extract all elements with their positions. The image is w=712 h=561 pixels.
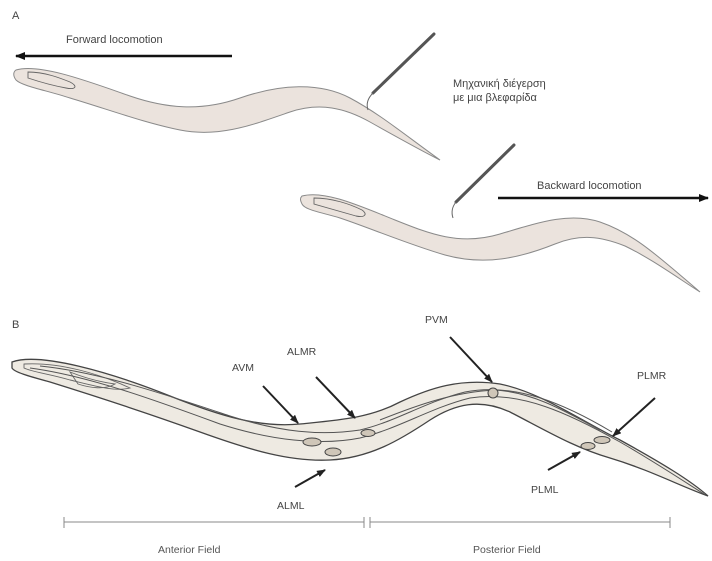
pvm-label: PVM [425, 314, 448, 326]
worm-neuron-anatomy [12, 359, 708, 496]
posterior-field-bracket [370, 517, 670, 528]
anterior-field-label: Anterior Field [158, 544, 221, 556]
eyelash-probe-2 [456, 145, 514, 202]
almr-arrow [316, 377, 355, 418]
eyelash-probe-1 [373, 34, 434, 93]
plml-label: PLML [531, 484, 559, 496]
worm-backward [301, 195, 701, 292]
alml-arrow [295, 470, 325, 487]
posterior-field-label: Posterior Field [473, 544, 541, 556]
avm-arrow [263, 386, 298, 423]
backward-locomotion-label: Backward locomotion [537, 180, 642, 192]
almr-label: ALMR [287, 346, 317, 358]
avm-label: AVM [232, 362, 254, 374]
plml-cell-body [581, 443, 595, 450]
touch-stimulus-label-line2: με μια βλεφαρίδα [453, 92, 538, 104]
plmr-label: PLMR [637, 370, 667, 382]
pvm-cell-body [488, 388, 498, 398]
alml-cell-body [325, 448, 341, 456]
plmr-arrow [613, 398, 655, 436]
eyelash-hair-1 [367, 93, 373, 110]
anterior-field-bracket [64, 517, 364, 528]
worm-forward [14, 69, 440, 160]
panel-b-label: B [12, 319, 19, 331]
eyelash-hair-2 [452, 202, 456, 218]
pvm-arrow [450, 337, 492, 382]
almr-cell-body [361, 430, 375, 437]
avm-cell-body [303, 438, 321, 446]
plmr-cell-body [594, 437, 610, 444]
plml-arrow [548, 452, 580, 470]
forward-locomotion-label: Forward locomotion [66, 34, 163, 46]
panel-a-label: A [12, 10, 20, 22]
touch-stimulus-label-line1: Μηχανική διέγερση [453, 78, 546, 90]
alml-label: ALML [277, 500, 305, 512]
